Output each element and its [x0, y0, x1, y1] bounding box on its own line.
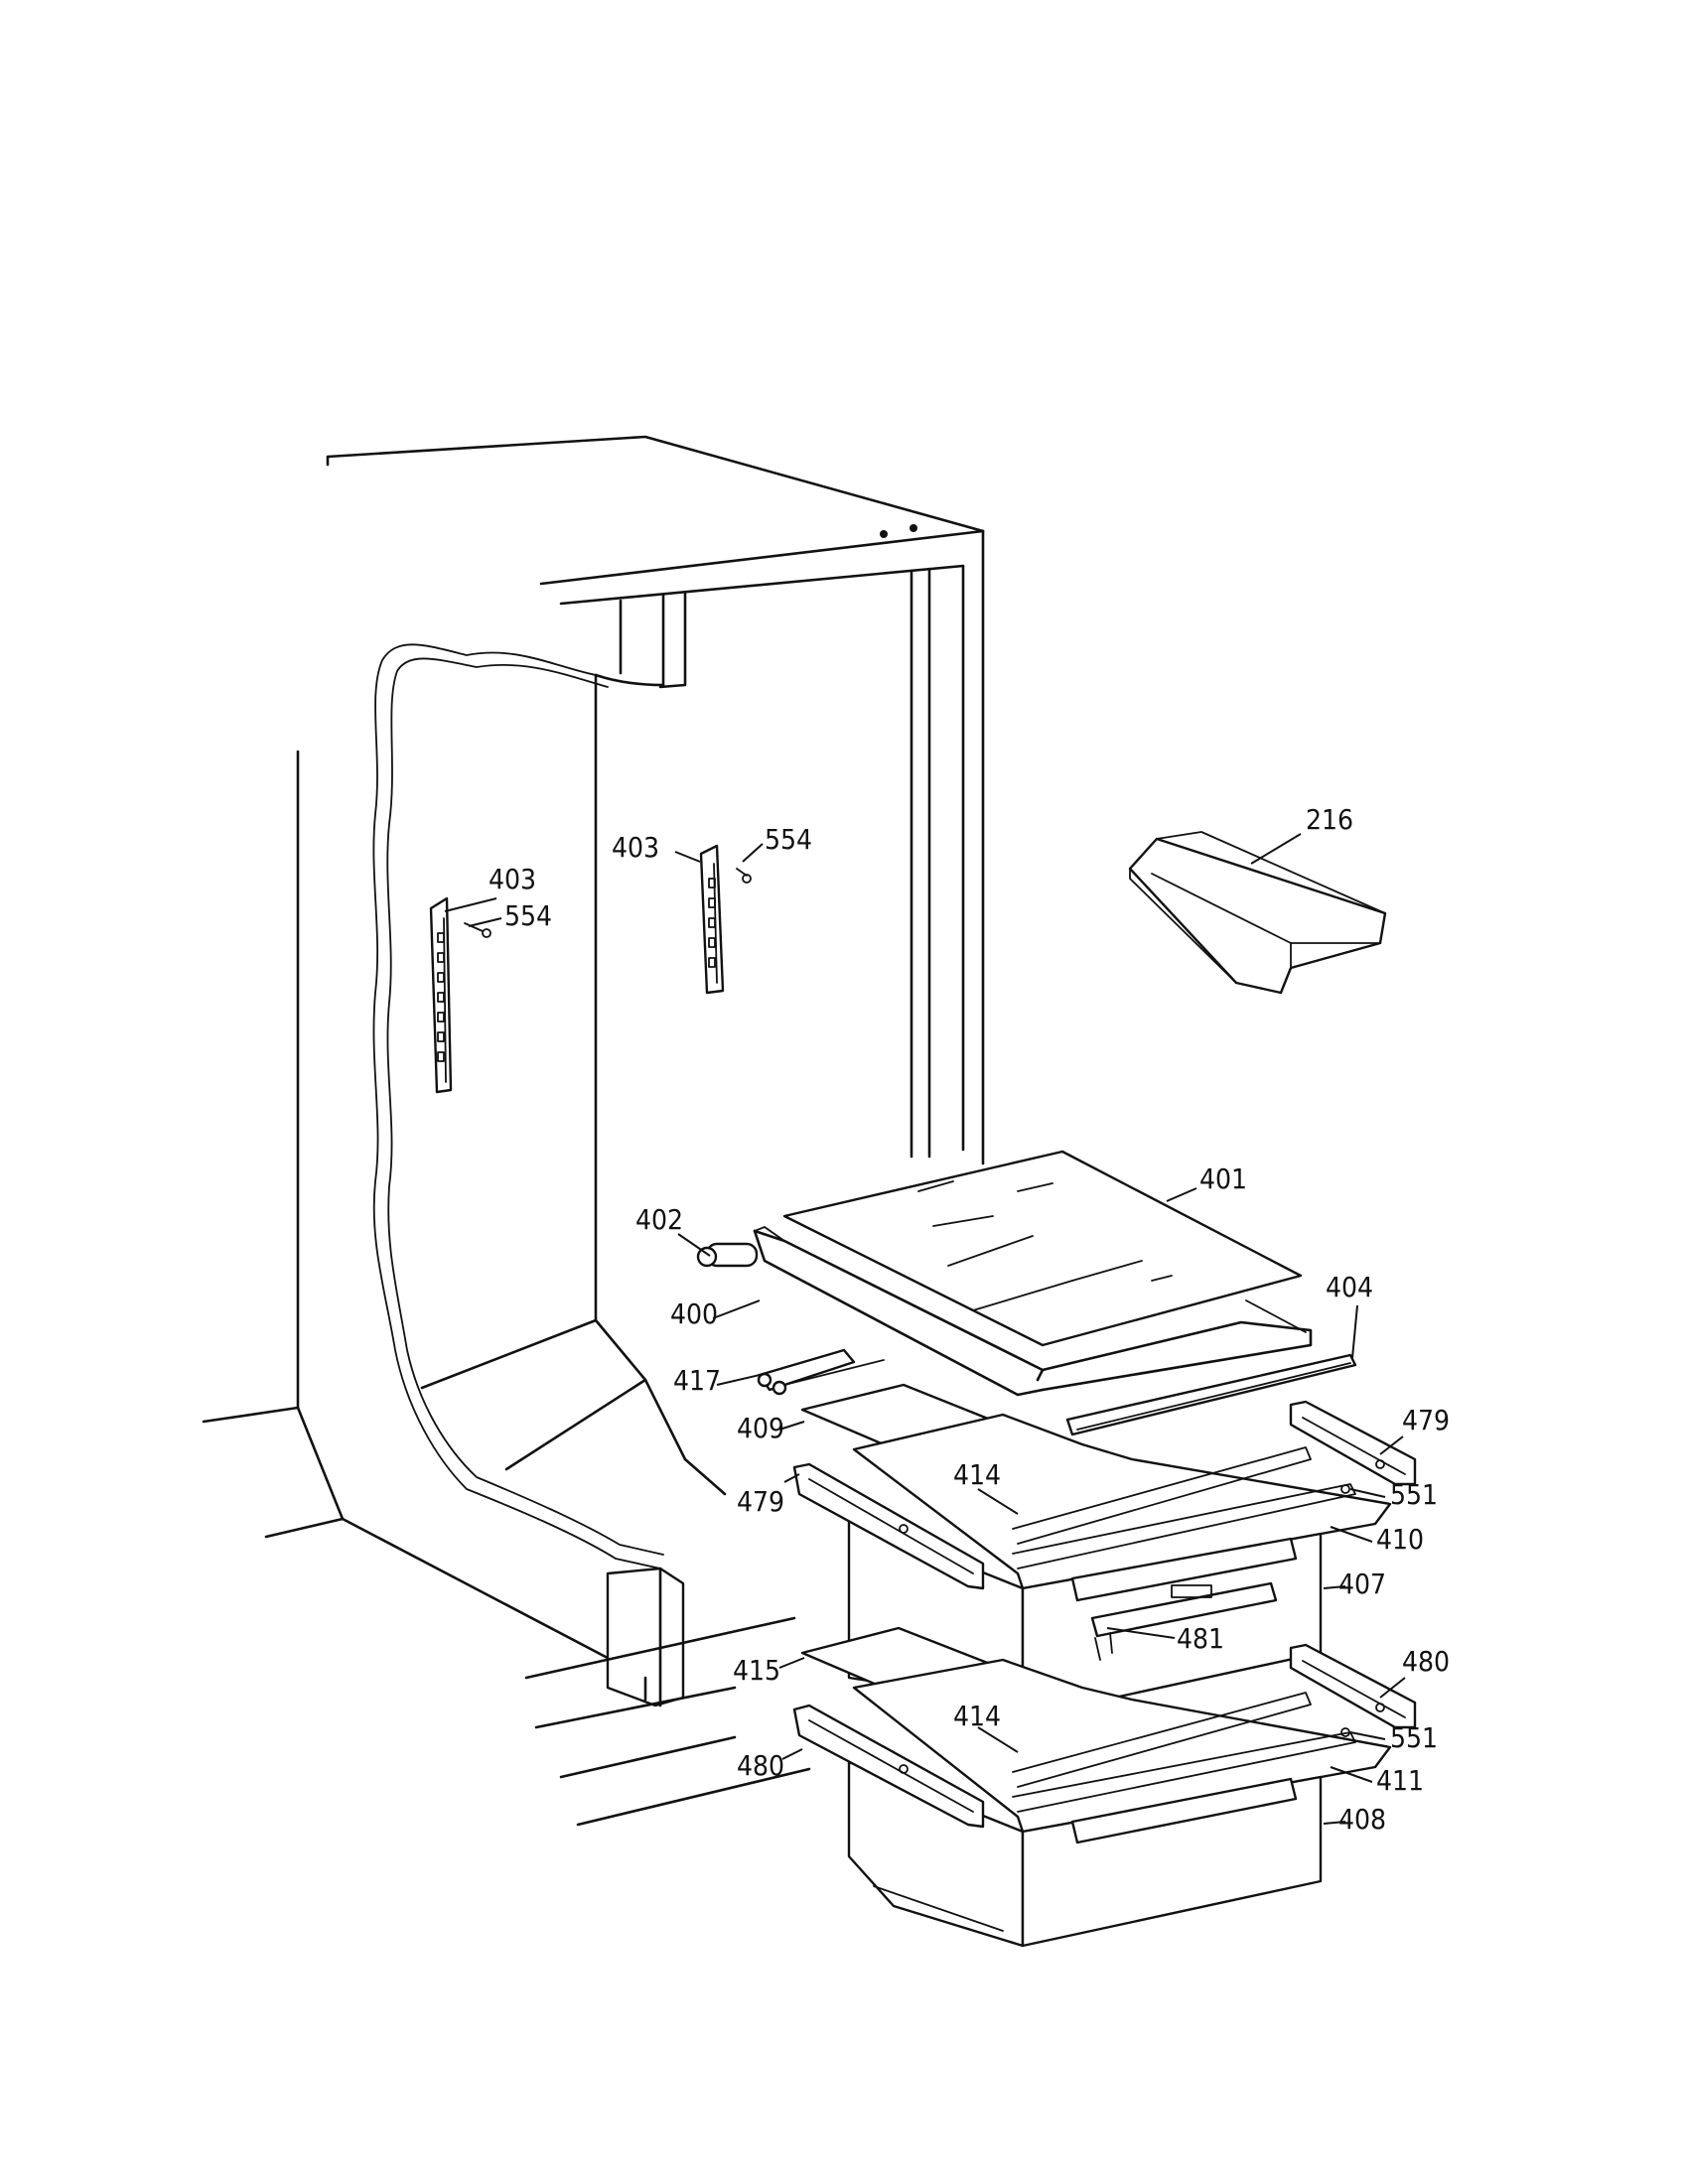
label-409: 409: [737, 1412, 784, 1444]
label-400: 400: [670, 1297, 718, 1330]
label-404: 404: [1326, 1271, 1373, 1303]
label-403-left: 403: [489, 863, 536, 895]
label-417: 417: [673, 1364, 721, 1397]
slide-rail-left-lower: [792, 1704, 985, 1829]
pan-rail: [757, 1348, 885, 1396]
label-479-right: 479: [1402, 1404, 1450, 1436]
label-481: 481: [1177, 1622, 1224, 1655]
part-labels: 216 401 402 400 404 417 409 414 479 551 …: [489, 803, 1450, 1836]
door-bin: [1128, 831, 1387, 995]
screw-icon: [736, 868, 752, 884]
label-216: 216: [1306, 803, 1353, 836]
label-551-upper: 551: [1390, 1478, 1438, 1511]
label-402: 402: [635, 1203, 683, 1236]
shelf-support-icon: [696, 1242, 759, 1268]
label-414-lower: 414: [953, 1700, 1001, 1732]
glass-shelf-assembly: [696, 1150, 1313, 1397]
label-479-left: 479: [737, 1485, 784, 1518]
label-401: 401: [1199, 1162, 1247, 1195]
label-554-right: 554: [765, 823, 812, 856]
label-408: 408: [1338, 1803, 1386, 1836]
label-414-upper: 414: [953, 1458, 1001, 1491]
slide-rail-right: [1289, 1400, 1417, 1486]
label-411: 411: [1376, 1764, 1424, 1797]
leader-lines: [444, 833, 1406, 1825]
lower-crisper-pan: [847, 1658, 1392, 1948]
screw-icon: [1340, 1727, 1350, 1737]
label-407: 407: [1338, 1568, 1386, 1600]
screw-icon: [464, 922, 491, 938]
screw-icon: [1340, 1484, 1350, 1494]
cabinet: [202, 435, 985, 1827]
label-480-left: 480: [737, 1749, 784, 1782]
shelf-trim-strip: [1065, 1353, 1357, 1436]
label-415: 415: [733, 1654, 780, 1687]
label-551-lower: 551: [1390, 1721, 1438, 1754]
label-403-right: 403: [612, 831, 659, 864]
slide-rail-right-lower: [1289, 1643, 1417, 1729]
label-554-left: 554: [504, 899, 552, 932]
shelf-ladder-right: [699, 844, 725, 995]
shelf-ladder-left: [429, 896, 453, 1094]
slide-rail-left: [792, 1462, 985, 1590]
label-410: 410: [1376, 1523, 1424, 1556]
label-480-right: 480: [1402, 1645, 1450, 1678]
